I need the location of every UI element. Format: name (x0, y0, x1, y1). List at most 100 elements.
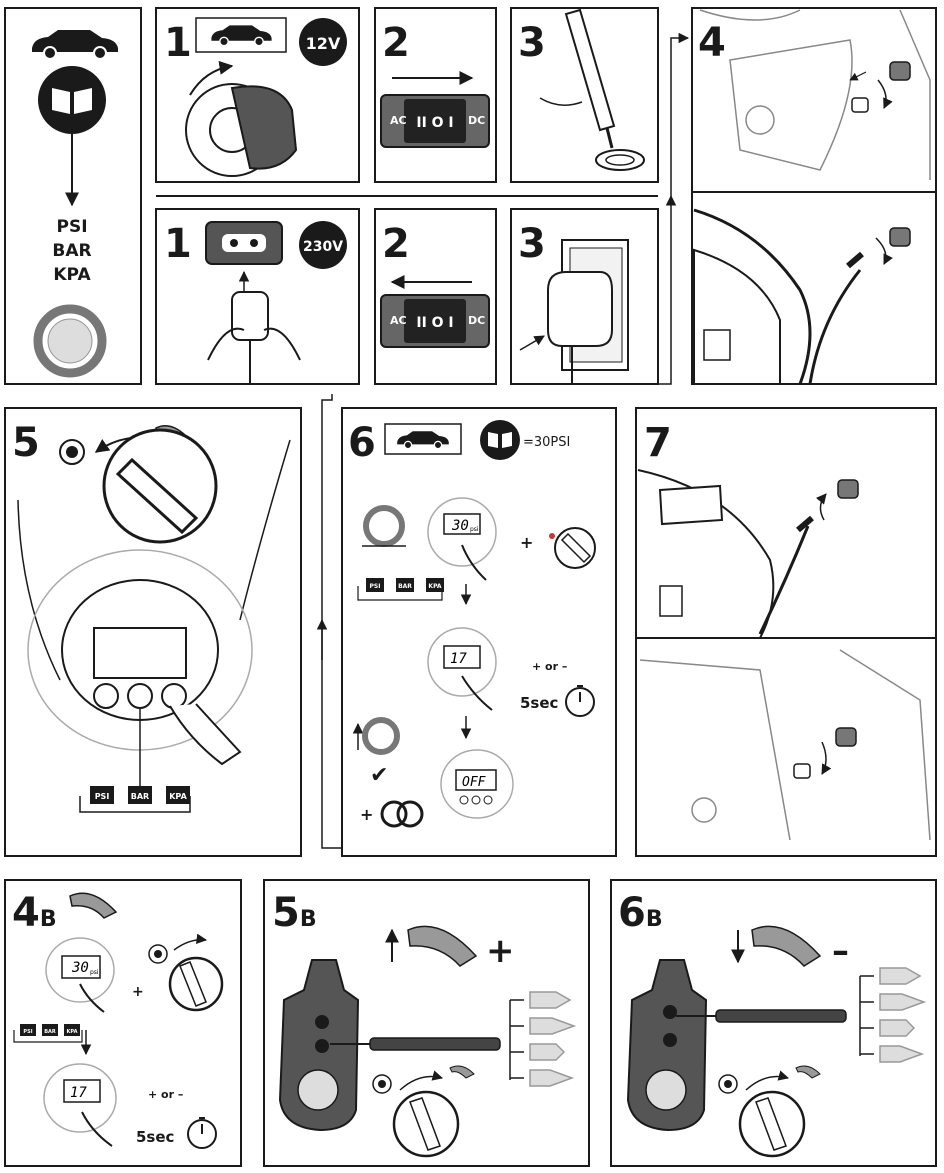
tyre-icon (33, 304, 107, 378)
switch-ac-label: AC (390, 314, 407, 327)
plus-or-minus: + or – (532, 660, 567, 673)
compressor-head-icon (751, 925, 822, 967)
panel-step7 (635, 407, 937, 857)
step-number-2: 2 (382, 20, 410, 66)
mode-button-3[interactable] (161, 683, 187, 709)
finger-icon (169, 703, 242, 766)
svg-text:PSI: PSI (95, 792, 110, 801)
step-number-5: 5 (12, 420, 40, 466)
valve-cap-icon (793, 727, 857, 779)
step-number-3: 3 (518, 20, 546, 66)
step-number-4: 4 (698, 20, 726, 66)
checkmark-icon: ✔ (370, 763, 388, 788)
switch-dc-label: DC (468, 114, 485, 127)
svg-text:BAR: BAR (131, 792, 149, 801)
ac-dc-switch: AC DC II O I (380, 294, 490, 348)
finger-icon (461, 675, 493, 711)
mode-button-2[interactable] (127, 683, 153, 709)
display-screen-off (455, 769, 497, 791)
fan-icon (148, 944, 168, 964)
tyres-icon (380, 800, 424, 828)
svg-text:17: 17 (70, 1085, 87, 1101)
step-number-4b: 4B (12, 890, 57, 936)
step-number-1: 1 (164, 221, 192, 267)
car-icon (397, 431, 449, 450)
fan-icon (718, 1074, 738, 1094)
step-number-6b: 6B (618, 890, 663, 936)
unit-cycle: PSI BAR KPA (357, 578, 444, 601)
display-value: 30 (451, 518, 469, 534)
time-label: 5sec (520, 694, 558, 712)
voltage-badge-label: 230V (303, 239, 343, 255)
power-knob-icon (549, 527, 596, 569)
adapter-nozzles (859, 967, 927, 1063)
mode-button-1[interactable] (93, 683, 119, 709)
compressor-head-icon (69, 892, 118, 919)
wheel-valve-illustration (699, 9, 931, 180)
display-unit: psi (90, 969, 99, 976)
step-number-1: 1 (164, 20, 192, 66)
compressor-hose-illustration (693, 208, 911, 385)
step-number-6: 6 (348, 420, 376, 466)
voltage-badge-230v (299, 221, 347, 269)
wheel-valve-illustration (639, 649, 931, 841)
display-screen (443, 513, 481, 535)
car-icon (32, 30, 118, 60)
panel-car-manual: PSI BAR KPA (4, 7, 142, 385)
valve-cap-icon (849, 61, 911, 113)
power-knob-icon (392, 1065, 475, 1158)
power-knob-icon (168, 933, 224, 1012)
finger-icon (461, 544, 487, 581)
voltage-badge-label: 12V (306, 34, 341, 53)
switch-dc-label: DC (468, 314, 485, 327)
svg-text:KPA: KPA (169, 792, 187, 801)
fan-icon (59, 439, 85, 465)
svg-text:BAR: BAR (44, 1029, 56, 1035)
display-screen-blinking (443, 645, 481, 669)
hose-icon (369, 1037, 501, 1051)
inflate-sign: + (486, 931, 515, 971)
adapter-nozzles (509, 991, 577, 1087)
tyre-icon (362, 505, 406, 547)
display-screen-blinking (63, 1079, 101, 1103)
wall-plug-icon (519, 239, 629, 384)
manual-book-icon (38, 66, 106, 134)
svg-text:KPA: KPA (428, 583, 441, 590)
psi-note: =30PSI (523, 435, 570, 450)
step-number-2: 2 (382, 221, 410, 267)
switch-ac-label: AC (390, 114, 407, 127)
svg-text:PSI: PSI (23, 1029, 32, 1035)
step-number-5b: 5B (272, 890, 317, 936)
power-knob-icon[interactable] (102, 428, 218, 544)
unit-cycle: PSI BAR KPA (79, 786, 191, 813)
plus-sign: + (360, 805, 373, 824)
fan-icon (372, 1074, 392, 1094)
finger-icon (81, 1111, 113, 1147)
unit-bar: BAR (52, 241, 91, 261)
plus-sign: + (132, 984, 144, 1000)
unit-cycle: PSI BAR KPA (13, 1024, 83, 1043)
ignition-key-icon (185, 60, 298, 177)
step-number-3: 3 (518, 221, 546, 267)
compressor-unit-illustration (626, 959, 708, 1132)
compressor-hose-illustration (637, 469, 859, 639)
plus-sign: + (520, 533, 533, 552)
voltage-badge-12v (299, 18, 347, 66)
svg-text:II O I: II O I (416, 315, 453, 331)
svg-text:II O I: II O I (416, 115, 453, 131)
time-label: 5sec (136, 1128, 174, 1146)
tyre-icon (352, 717, 400, 755)
compressor-unit-illustration (278, 959, 360, 1132)
svg-text:KPA: KPA (67, 1029, 78, 1035)
display-screen (61, 955, 101, 979)
power-knob-icon (738, 1065, 821, 1158)
cigarette-plug-icon (539, 8, 645, 171)
unit-psi: PSI (56, 217, 87, 237)
manual-book-icon (480, 420, 520, 460)
display-unit: psi (470, 526, 479, 533)
stopwatch-icon (187, 1117, 217, 1149)
display-value: 30 (71, 960, 89, 976)
off-text: OFF (462, 775, 487, 790)
hose-icon (715, 1009, 847, 1023)
